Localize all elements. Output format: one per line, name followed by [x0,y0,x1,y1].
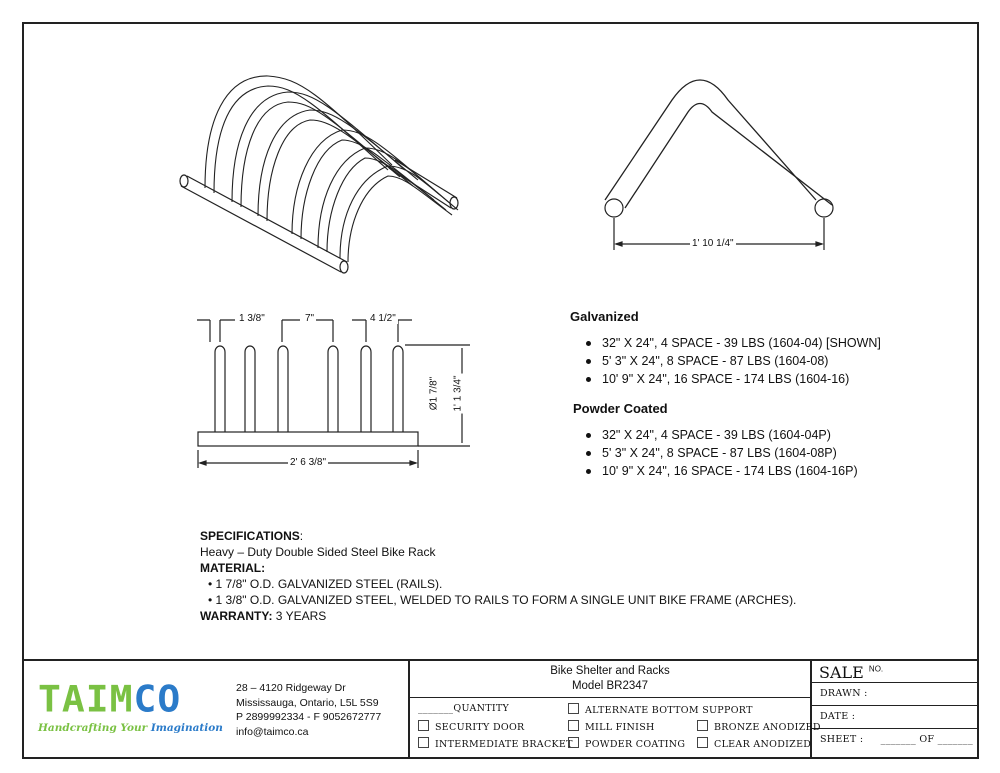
option-item: 5' 3" X 24", 8 SPACE - 87 LBS (1604-08) [570,352,881,370]
intermediate-bracket-checkbox[interactable]: INTERMEDIATE BRACKET [418,737,573,750]
address-line: 28 – 4120 Ridgeway Dr [236,682,346,694]
option-item: 5' 3" X 24", 8 SPACE - 87 LBS (1604-08P) [570,444,858,462]
warranty-label: WARRANTY: [200,609,273,623]
option-item: 10' 9" X 24", 16 SPACE - 174 LBS (1604-1… [570,462,858,480]
powder-coated-options: Powder Coated 32" X 24", 4 SPACE - 39 LB… [573,401,858,480]
warranty-value: 3 YEARS [275,609,327,623]
quantity-field[interactable]: _______QUANTITY [418,703,510,714]
arch-tube [214,345,226,432]
arch-tube [360,345,372,432]
arch-tube [277,345,289,432]
taimco-logo: TAIMCO Handcrafting Your Imagination [38,678,223,734]
alternate-bottom-support-checkbox[interactable]: ALTERNATE BOTTOM SUPPORT [568,703,753,716]
company-address: 28 – 4120 Ridgeway Dr Mississauga, Ontar… [236,681,381,739]
rail-diameter-dimension: Ø1 7/8" [428,374,440,413]
arch-tube [327,345,339,432]
arch-diameter-dimension: 1 3/8" [237,313,267,324]
date-field: DATE : [820,711,856,722]
option-item: 10' 9" X 24", 16 SPACE - 174 LBS (1604-1… [570,370,881,388]
phone-fax: P 2899992334 - F 9052672777 [236,711,382,723]
isometric-view [179,75,459,274]
material-title: MATERIAL: [200,561,266,575]
galvanized-options: Galvanized 32" X 24", 4 SPACE - 39 LBS (… [570,309,881,388]
powder-coating-checkbox[interactable]: POWDER COATING [568,737,685,750]
powder-title: Powder Coated [573,401,668,416]
address-line: Mississauga, Ontario, L5L 5S9 [236,696,379,709]
height-dimension: 1' 1 3/4" [452,373,464,414]
material-item: • 1 3/8" O.D. GALVANIZED STEEL, WELDED T… [208,593,797,607]
sheet-field: SHEET : _______ OF _______ [820,734,974,745]
title-block [22,659,979,759]
clear-anodized-checkbox[interactable]: CLEAR ANODIZED [697,737,811,750]
specifications: SPECIFICATIONS: Heavy – Duty Double Side… [200,528,796,624]
material-item: • 1 7/8" O.D. GALVANIZED STEEL (RAILS). [208,577,443,591]
drawn-field: DRAWN : [820,688,868,699]
model-number: Model BR2347 [571,680,649,692]
spacing-dimension: 7" [303,313,317,324]
title-line: Bike Shelter and Racks [550,665,670,677]
spec-description: Heavy – Duty Double Sided Steel Bike Rac… [200,545,436,559]
side-width-dimension: 1' 10 1/4" [690,238,736,249]
galvanized-title: Galvanized [570,309,639,324]
side-view [604,79,834,250]
drawing-title: Bike Shelter and Racks Model BR2347 [410,664,810,694]
mill-finish-checkbox[interactable]: MILL FINISH [568,720,655,733]
security-door-checkbox[interactable]: SECURITY DOOR [418,720,525,733]
spec-colon: : [299,529,304,543]
email: info@taimco.ca [236,725,309,738]
option-item: 32" X 24", 4 SPACE - 39 LBS (1604-04P) [570,426,858,444]
bronze-anodized-checkbox[interactable]: BRONZE ANODIZED [697,720,821,733]
option-item: 32" X 24", 4 SPACE - 39 LBS (1604-04) [S… [570,334,881,352]
sale-number-field: SALE NO. [819,663,884,682]
arch-tube [392,345,404,432]
spec-title: SPECIFICATIONS [200,529,300,543]
length-dimension: 2' 6 3/8" [288,457,329,468]
arch-tube [244,345,256,432]
gap-dimension: 4 1/2" [368,313,398,324]
